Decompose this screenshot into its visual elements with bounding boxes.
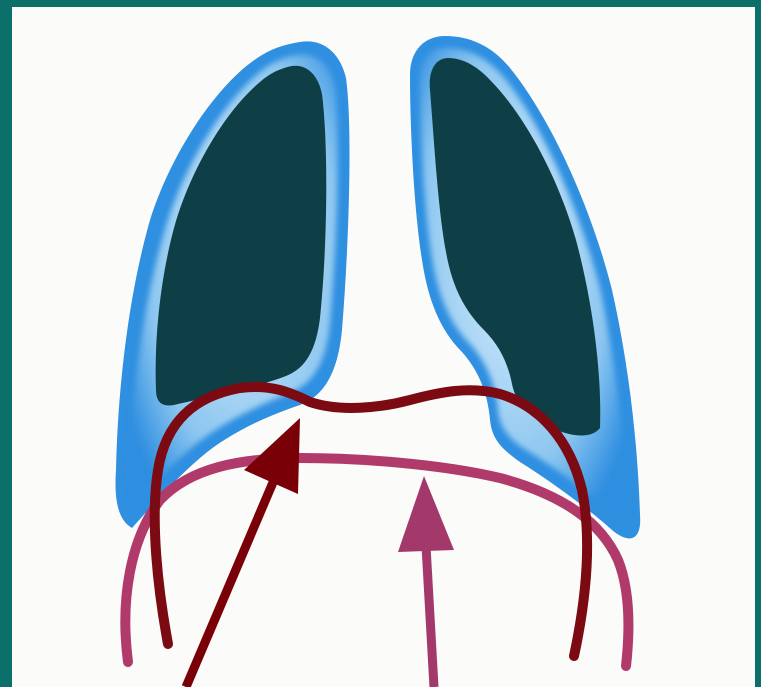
pink-arrow-shaft [426,546,434,687]
left-lung-inner [156,66,327,406]
dark-arrow-shaft [186,480,274,687]
pink-arrow-head [398,476,454,552]
outer-diaphragm-curve [125,458,628,666]
right-lung-inner [430,58,601,436]
pink-arrow [398,476,454,687]
